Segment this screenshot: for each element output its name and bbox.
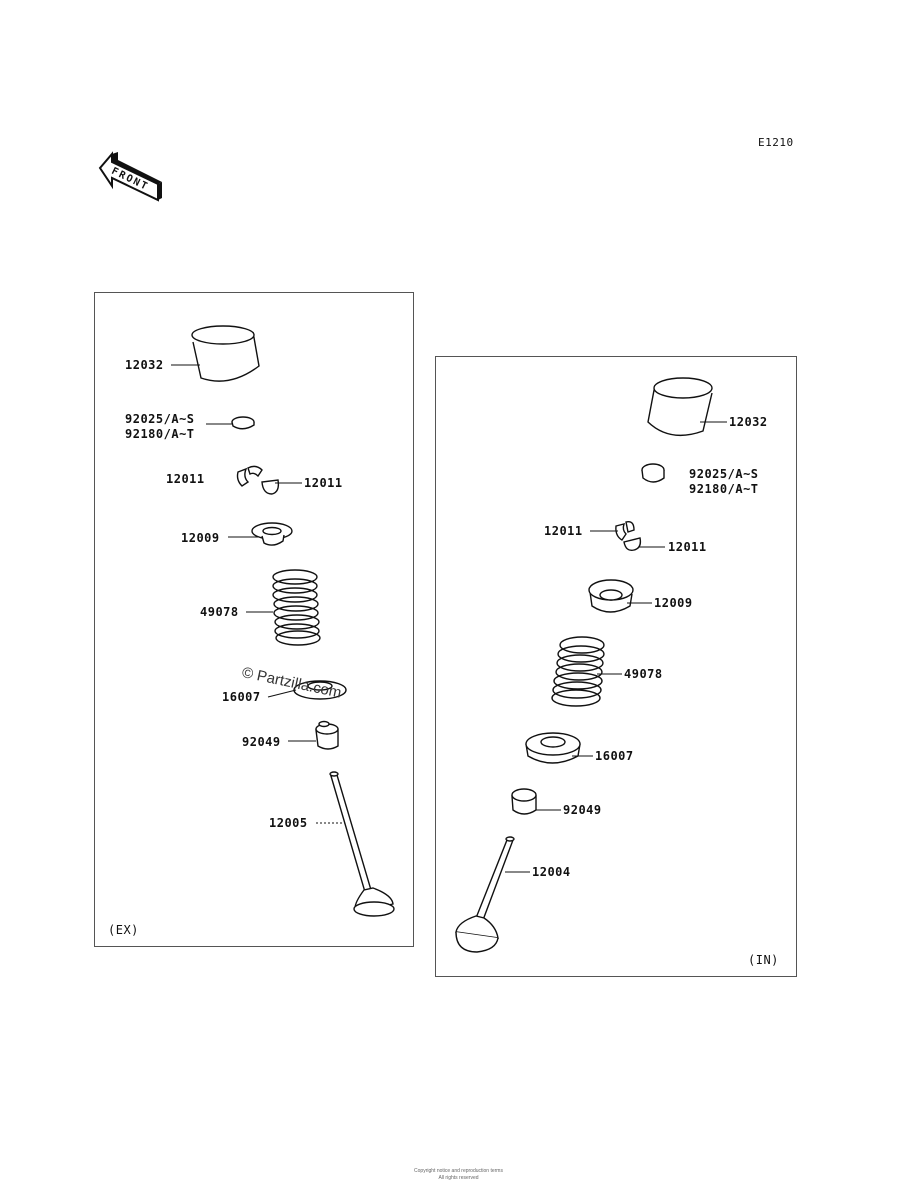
- in-valve-drawing: [455, 836, 515, 953]
- ex-label-valve: 12005: [269, 816, 308, 830]
- footer-line-2: All rights reserved: [438, 1175, 479, 1181]
- diagram-code: E1210: [758, 136, 794, 149]
- in-seat-drawing: [525, 732, 581, 764]
- ex-panel-label: (EX): [108, 923, 139, 937]
- ex-seal-drawing: [315, 720, 339, 750]
- in-retainer-drawing: [588, 579, 634, 613]
- ex-spring-drawing: [272, 569, 321, 646]
- ex-label-shim-a: 92025/A~S: [125, 412, 195, 426]
- in-label-shim-a: 92025/A~S: [689, 467, 759, 481]
- in-label-tappet: 12032: [729, 415, 768, 429]
- in-label-shim-b: 92180/A~T: [689, 482, 759, 496]
- in-spring-drawing: [551, 636, 605, 707]
- in-label-spring: 49078: [624, 667, 663, 681]
- intake-panel: [435, 356, 797, 977]
- ex-label-shim-b: 92180/A~T: [125, 427, 195, 441]
- ex-label-seal: 92049: [242, 735, 281, 749]
- ex-label-cotter-right: 12011: [304, 476, 343, 490]
- ex-label-cotter-left: 12011: [166, 472, 205, 486]
- ex-retainer-drawing: [251, 522, 293, 546]
- in-shim-drawing: [641, 463, 665, 483]
- ex-tappet-drawing: [191, 325, 260, 382]
- ex-shim-drawing: [231, 416, 255, 430]
- front-arrow-icon: FRONT: [96, 148, 168, 212]
- in-label-cotter-right: 12011: [668, 540, 707, 554]
- in-cotters-drawing: [615, 520, 642, 552]
- in-label-seat: 16007: [595, 749, 634, 763]
- in-tappet-drawing: [647, 377, 713, 437]
- footer-line-1: Copyright notice and reproduction terms: [414, 1168, 503, 1174]
- in-seal-drawing: [511, 788, 537, 815]
- exhaust-panel: [94, 292, 414, 947]
- in-label-retainer: 12009: [654, 596, 693, 610]
- ex-label-tappet: 12032: [125, 358, 164, 372]
- in-label-cotter-left: 12011: [544, 524, 583, 538]
- in-label-valve: 12004: [532, 865, 571, 879]
- in-label-seal: 92049: [563, 803, 602, 817]
- ex-label-spring: 49078: [200, 605, 239, 619]
- ex-cotters-drawing: [236, 465, 280, 495]
- ex-label-seat: 16007: [222, 690, 261, 704]
- ex-valve-drawing: [329, 771, 395, 917]
- ex-label-retainer: 12009: [181, 531, 220, 545]
- in-panel-label: (IN): [748, 953, 779, 967]
